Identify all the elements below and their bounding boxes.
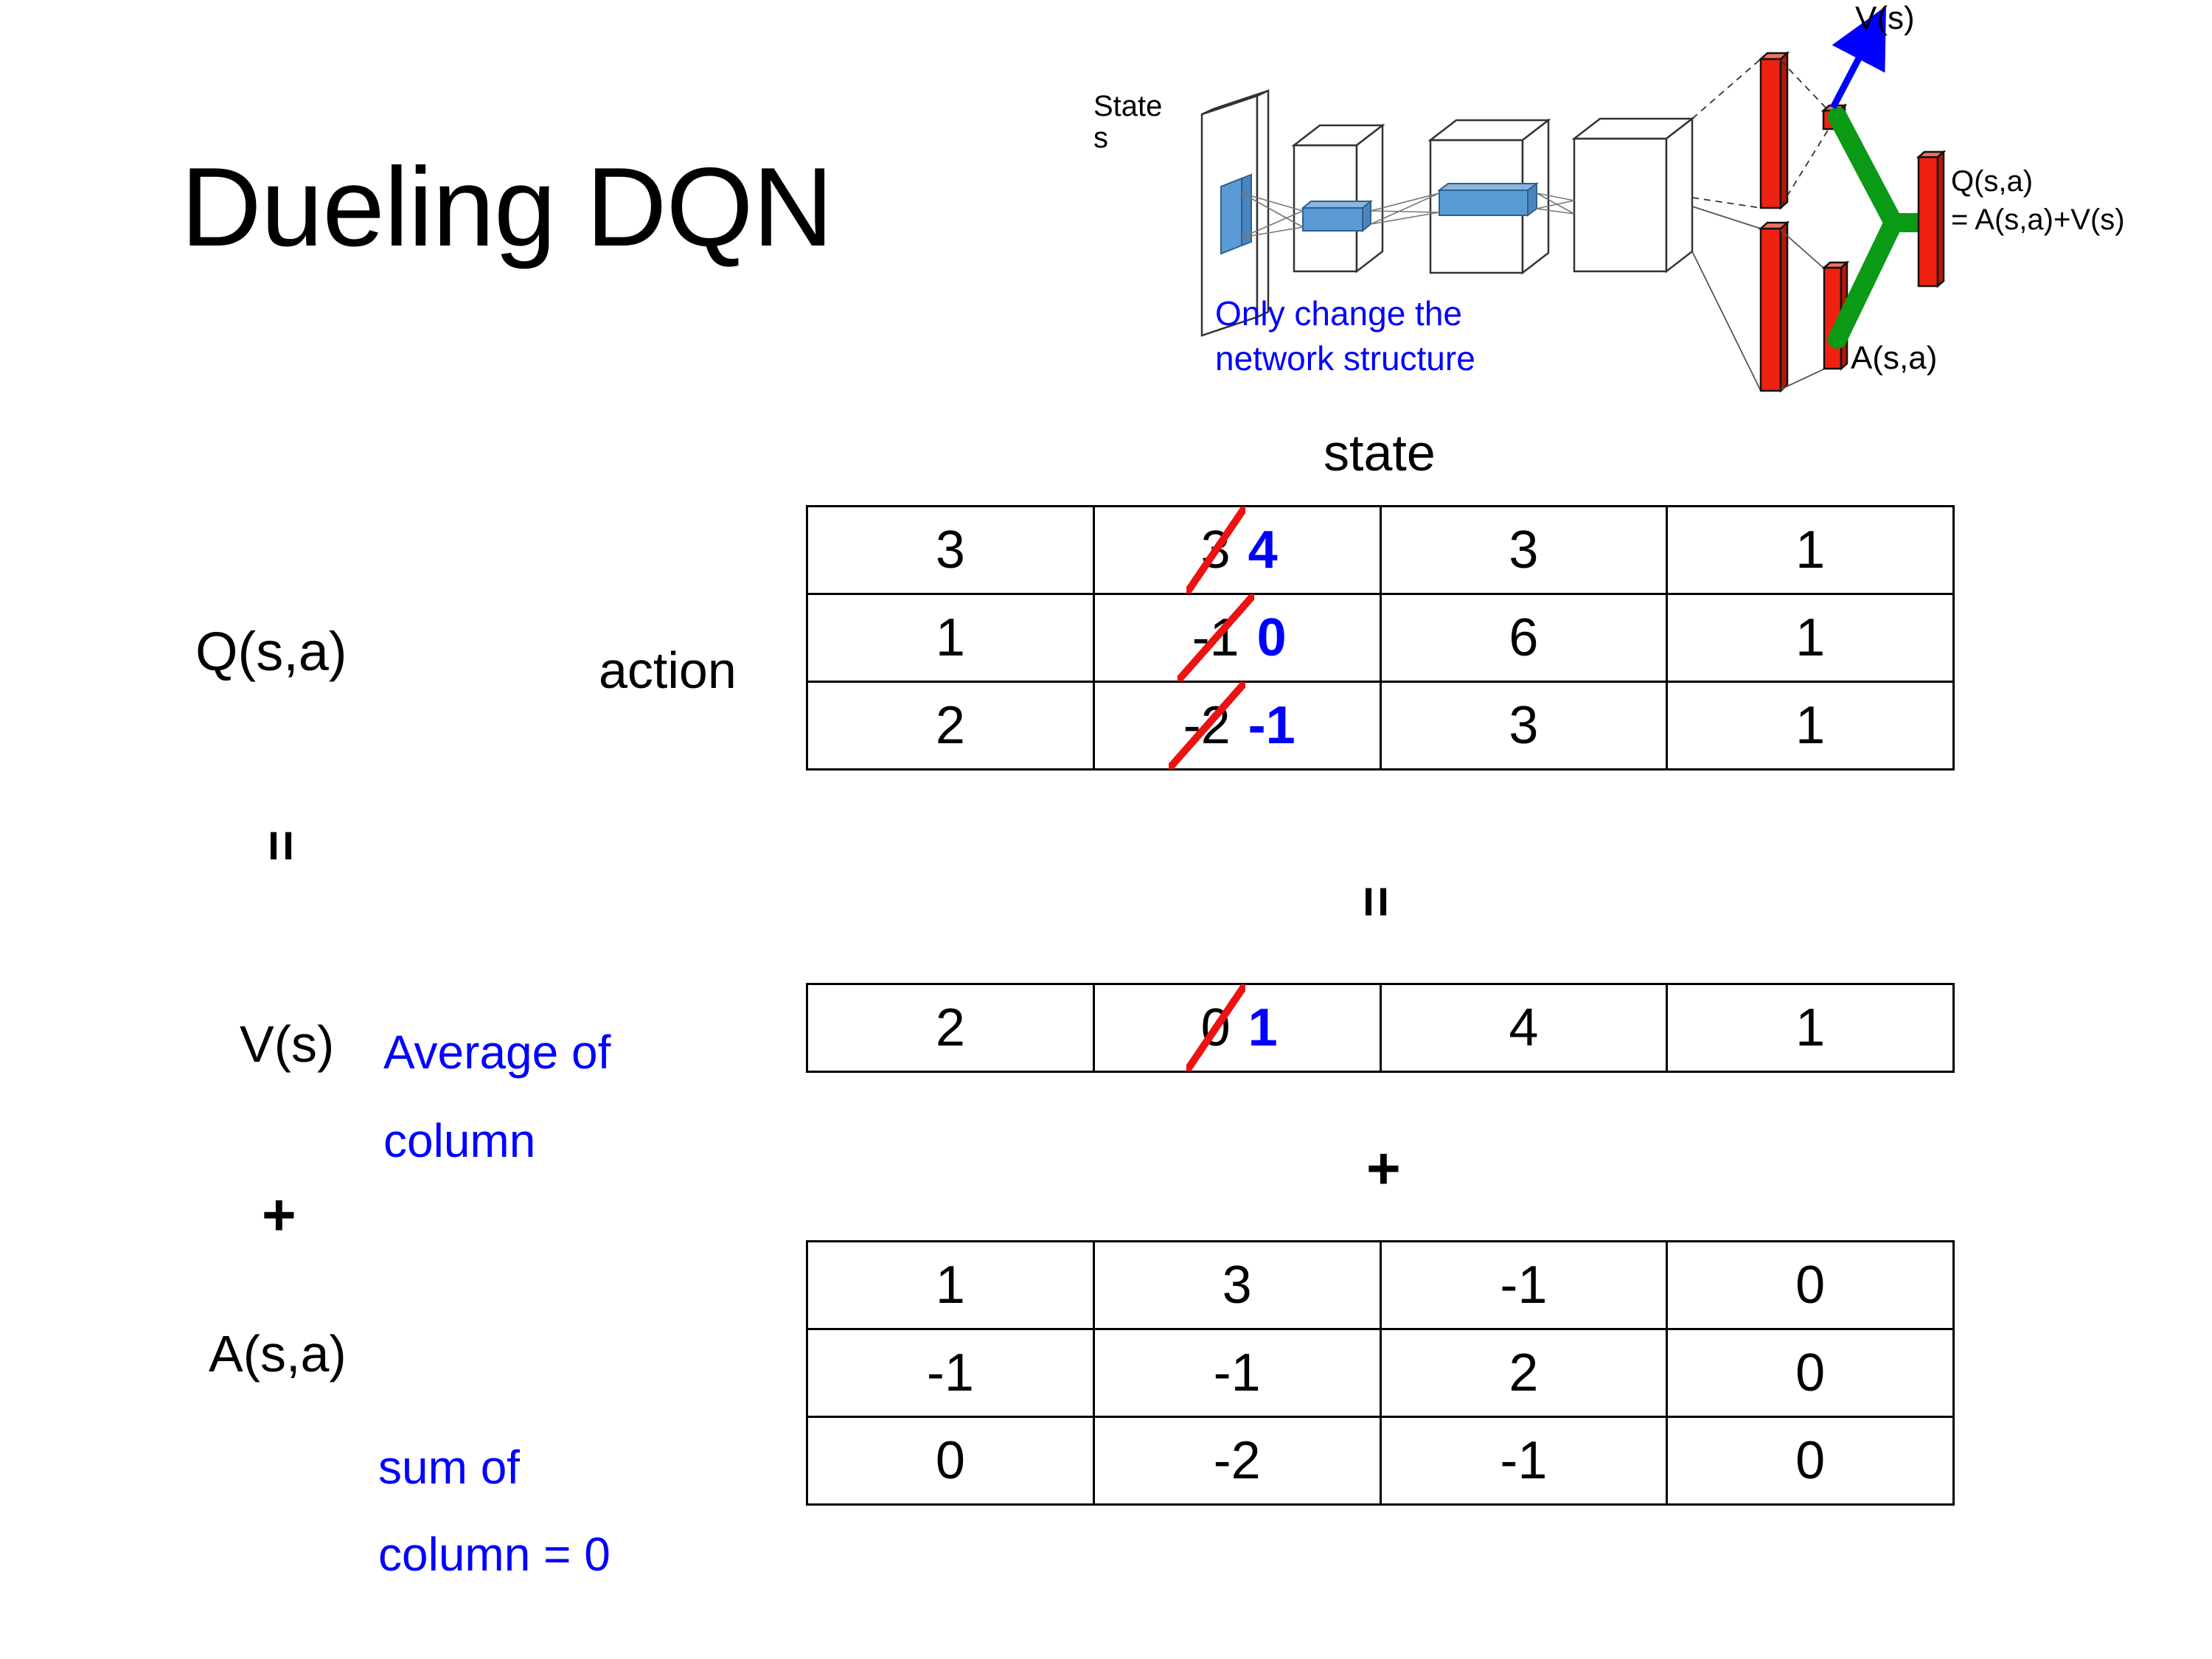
- q-old-value-r1c1: -1: [1177, 594, 1254, 681]
- diagram-advantage-output-label: A(s,a): [1851, 340, 1938, 376]
- v-old-value-c1: 0: [1186, 984, 1245, 1071]
- a-cell-r1c1: -1: [1092, 1328, 1382, 1418]
- a-function-label: A(s,a): [209, 1325, 347, 1382]
- equals-sign-q-decomposition: =: [251, 830, 313, 862]
- a-cell-r1c3: 0: [1666, 1328, 1955, 1418]
- q-cell-r0c1: 3 4: [1092, 505, 1382, 595]
- plus-sign-left: +: [262, 1182, 296, 1248]
- q-new-value-r1c1: 0: [1256, 608, 1287, 667]
- a-note-line1: sum of: [378, 1441, 521, 1494]
- table-row: 1 3 -1 0: [806, 1240, 1955, 1330]
- q-function-label: Q(s,a): [195, 621, 347, 682]
- q-cell-r0c2: 3: [1379, 505, 1669, 595]
- q-cell-r2c2: 3: [1379, 681, 1669, 771]
- v-cell-c0: 2: [806, 983, 1095, 1073]
- q-cell-r1c2: 6: [1379, 593, 1669, 683]
- v-new-value-c1: 1: [1248, 998, 1278, 1057]
- q-cell-r2c1: -2 -1: [1092, 681, 1382, 771]
- a-cell-r0c3: 0: [1666, 1240, 1955, 1330]
- action-axis-label: action: [599, 641, 737, 699]
- diagram-state-label-line2: s: [1093, 122, 1108, 154]
- a-note-line2: column = 0: [378, 1528, 611, 1581]
- diagram-value-output-label: V(s): [1855, 0, 1915, 36]
- q-cell-r1c0: 1: [806, 593, 1095, 683]
- table-row: 1 -1 0 6 1: [806, 593, 1955, 683]
- diagram-note-line2: network structure: [1215, 339, 1475, 378]
- a-cell-r2c3: 0: [1666, 1416, 1955, 1506]
- plus-sign-between-v-and-a: +: [1366, 1135, 1401, 1201]
- q-value-table: 3 3 4 3 1 1 -1 0: [806, 505, 1955, 771]
- q-cell-r0c3: 1: [1666, 505, 1955, 595]
- equals-sign-between-q-and-v: =: [1346, 886, 1408, 918]
- q-cell-r1c3: 1: [1666, 593, 1955, 683]
- q-new-value-r2c1: -1: [1248, 696, 1295, 755]
- diagram-q-output-label-line1: Q(s,a): [1951, 165, 2034, 198]
- a-cell-r1c0: -1: [806, 1328, 1095, 1418]
- table-row: -1 -1 2 0: [806, 1328, 1955, 1418]
- v-cell-c3: 1: [1666, 983, 1955, 1073]
- dueling-network-diagram: State s V(s) A(s,a) Q(s,a) = A(s,a)+V(s)…: [1084, 0, 2212, 413]
- v-function-label: V(s): [240, 1015, 335, 1073]
- a-value-table: 1 3 -1 0 -1 -1 2 0 0 -2 -1 0: [806, 1240, 1955, 1506]
- table-row: 2 -2 -1 3 1: [806, 681, 1955, 771]
- a-cell-r2c0: 0: [806, 1416, 1095, 1506]
- page-title: Dueling DQN: [181, 145, 833, 270]
- diagram-q-output-label-line2: = A(s,a)+V(s): [1951, 204, 2125, 236]
- a-cell-r2c1: -2: [1092, 1416, 1382, 1506]
- diagram-state-label-line1: State: [1093, 90, 1163, 122]
- a-cell-r0c2: -1: [1379, 1240, 1669, 1330]
- a-cell-r2c2: -1: [1379, 1416, 1669, 1506]
- diagram-note-line1: Only change the: [1215, 294, 1463, 333]
- q-new-value-r0c1: 4: [1248, 521, 1278, 580]
- table-row: 3 3 4 3 1: [806, 505, 1955, 595]
- a-cell-r1c2: 2: [1379, 1328, 1669, 1418]
- v-note-line1: Average of: [383, 1026, 611, 1079]
- q-old-value-r2c1: -2: [1168, 682, 1245, 769]
- state-axis-label: state: [1324, 424, 1436, 481]
- q-cell-r0c0: 3: [806, 505, 1095, 595]
- table-row: 0 -2 -1 0: [806, 1416, 1955, 1506]
- q-cell-r2c3: 1: [1666, 681, 1955, 771]
- q-old-value-r0c1: 3: [1186, 507, 1245, 594]
- q-cell-r2c0: 2: [806, 681, 1095, 771]
- q-cell-r1c1: -1 0: [1092, 593, 1382, 683]
- v-cell-c2: 4: [1379, 983, 1669, 1073]
- v-cell-c1: 0 1: [1092, 983, 1382, 1073]
- v-note-line2: column: [383, 1114, 536, 1167]
- a-cell-r0c1: 3: [1092, 1240, 1382, 1330]
- table-row: 2 0 1 4 1: [806, 983, 1955, 1073]
- a-cell-r0c0: 1: [806, 1240, 1095, 1330]
- v-value-table: 2 0 1 4 1: [806, 983, 1955, 1073]
